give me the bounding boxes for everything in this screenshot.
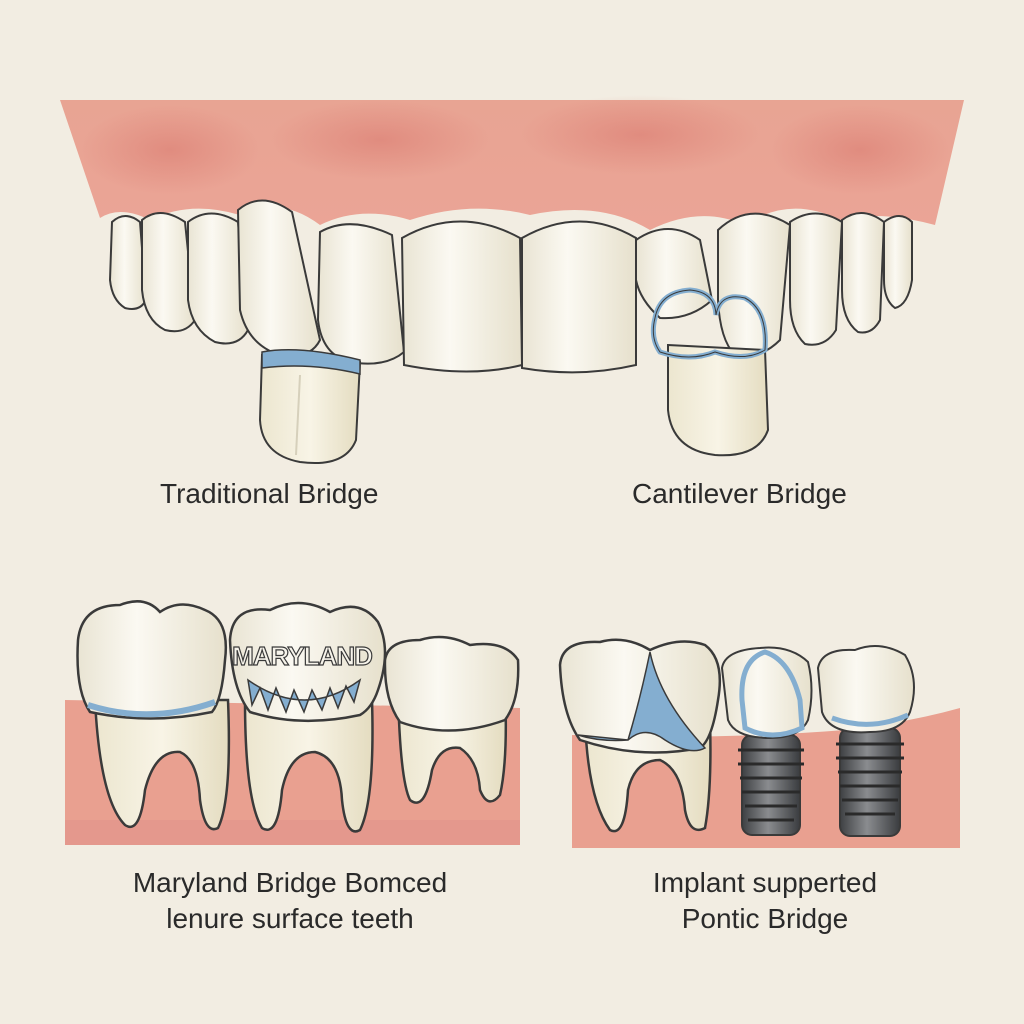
tooth-right-5	[789, 212, 844, 346]
tooth-left-4	[236, 199, 322, 357]
label-maryland-line1: Maryland Bridge Bomced	[132, 867, 448, 898]
label-implant-line1: Implant supperted	[652, 867, 878, 898]
traditional-bridge-pontic	[258, 349, 362, 464]
tooth-central-left	[400, 220, 524, 373]
tooth-left-5	[187, 212, 250, 345]
label-cantilever-bridge: Cantilever Bridge	[632, 478, 847, 509]
tooth-right-4	[717, 212, 792, 357]
label-traditional-bridge: Traditional Bridge	[160, 478, 379, 509]
implant-bridge-illustration	[558, 638, 960, 848]
cantilever-bridge	[650, 287, 770, 457]
tooth-right-3	[635, 228, 714, 320]
upper-arch-illustration	[60, 95, 964, 464]
tooth-right-6	[841, 212, 886, 334]
tooth-left-6	[141, 212, 197, 333]
tooth-right-7	[883, 215, 913, 310]
label-implant-line2: Pontic Bridge	[681, 903, 849, 934]
maryland-bridge-illustration: MARYLAND	[65, 600, 520, 845]
tooth-left-3-abutment	[316, 223, 406, 365]
tooth-left-7	[108, 215, 148, 310]
maryland-inscription: MARYLAND	[232, 641, 372, 671]
tooth-central-right	[521, 220, 637, 374]
label-maryland-line2: lenure surface teeth	[166, 903, 414, 934]
